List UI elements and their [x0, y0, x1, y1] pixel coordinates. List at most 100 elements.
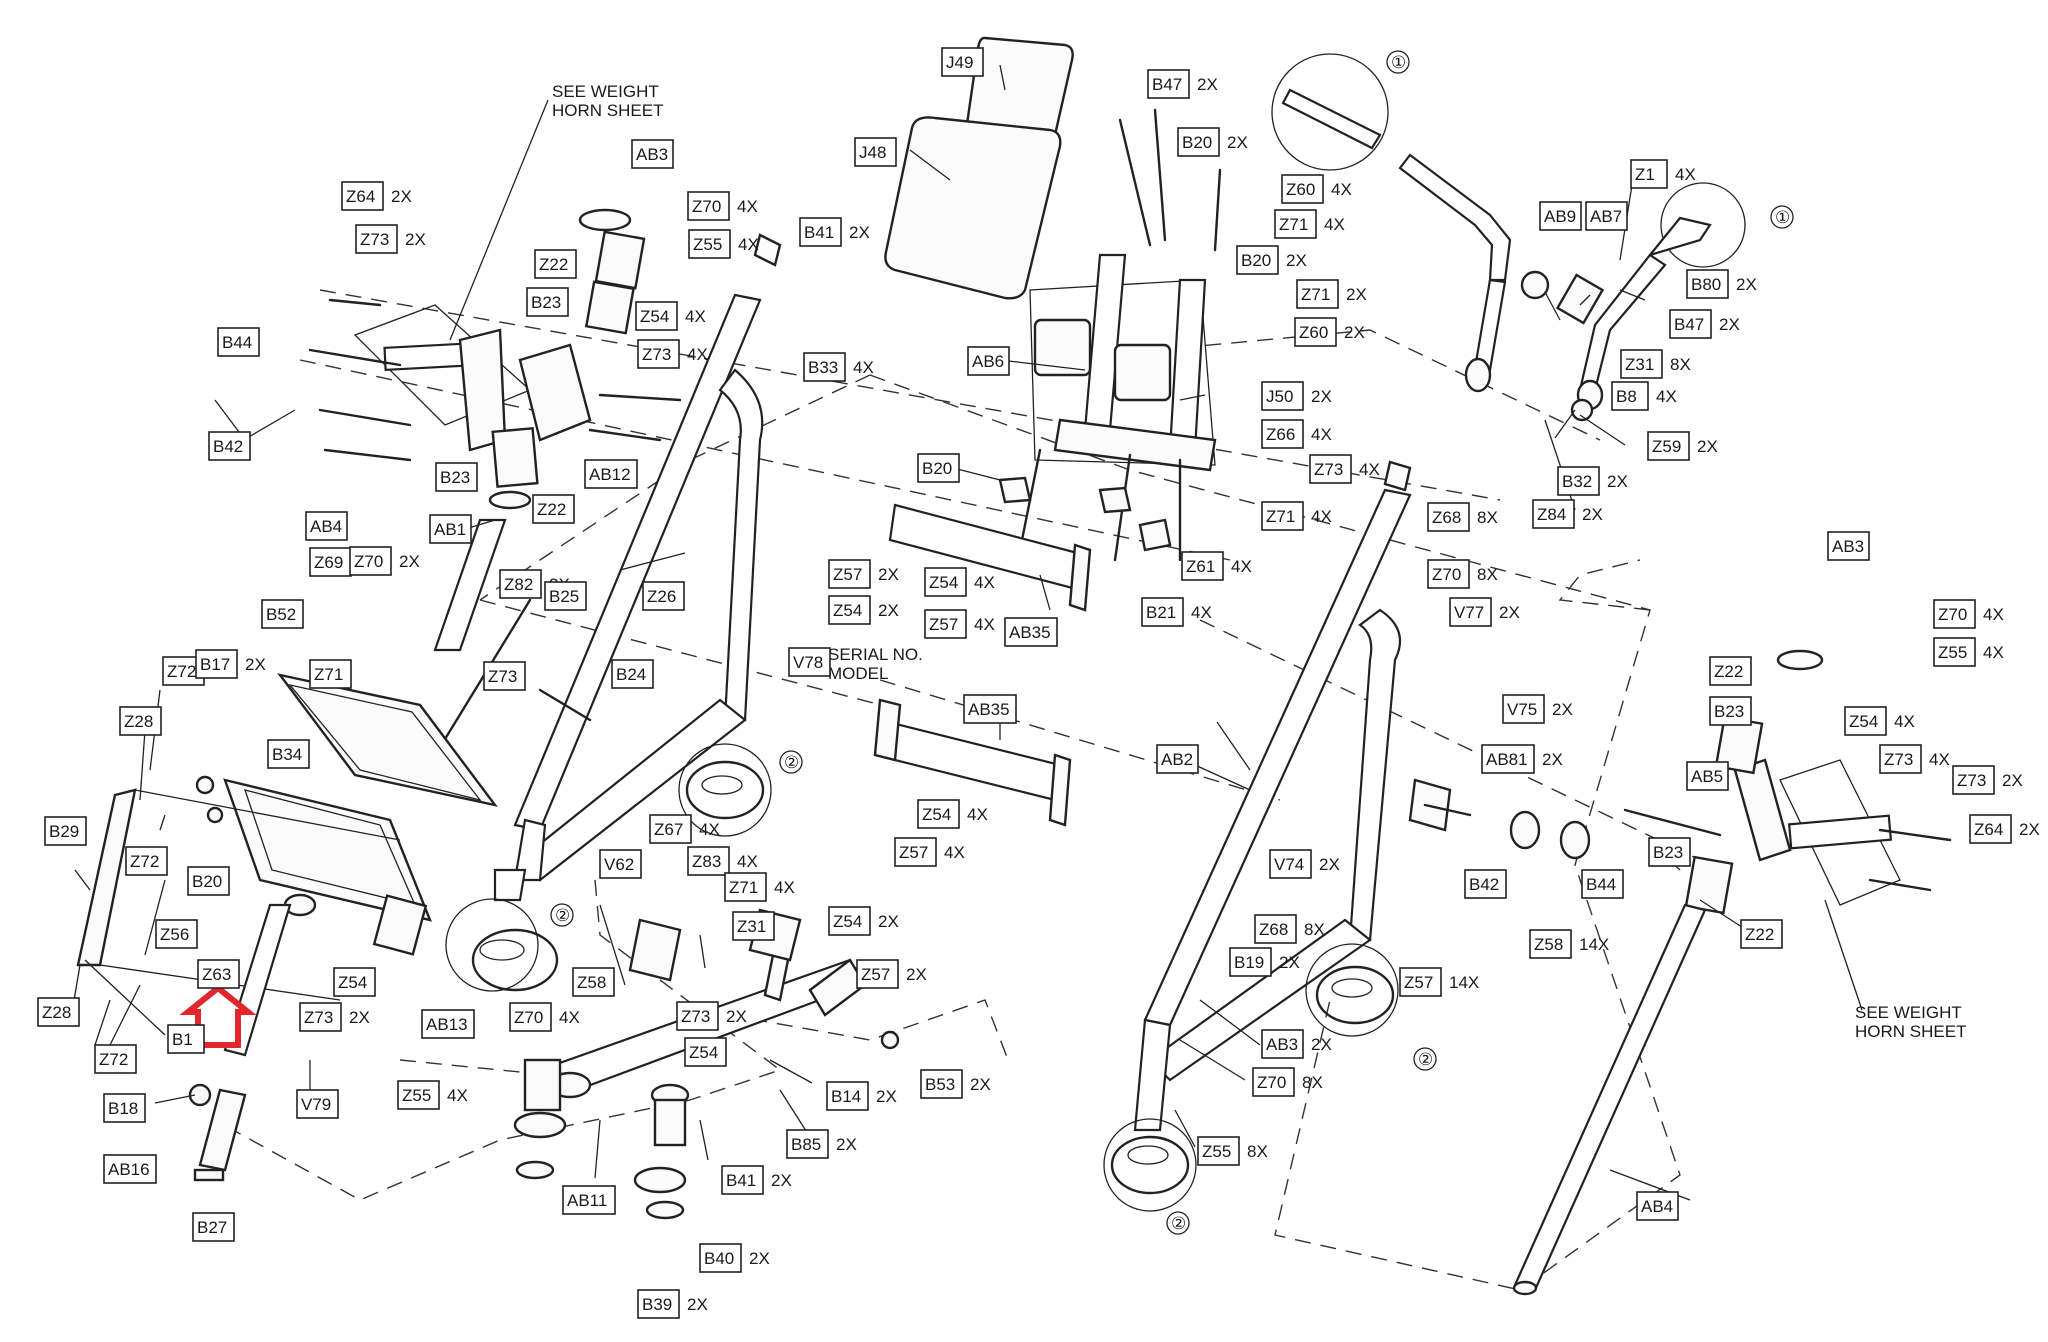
callout-box — [534, 249, 577, 279]
callout-box — [1620, 349, 1663, 379]
callout-box — [509, 1002, 552, 1032]
callout-quantity: 4X — [738, 235, 759, 254]
callout: B29 — [44, 816, 87, 846]
callout: B1 — [167, 1024, 205, 1054]
callout-label: B44 — [222, 333, 252, 352]
callout-quantity: 2X — [2002, 771, 2023, 790]
callout-box — [261, 599, 304, 629]
callout-label: Z58 — [1534, 935, 1563, 954]
callout-box — [1252, 1067, 1295, 1097]
callout-label: AB16 — [108, 1160, 150, 1179]
callout-box — [1740, 919, 1783, 949]
callout-label: Z59 — [1652, 437, 1681, 456]
callout-quantity: 4X — [1231, 557, 1252, 576]
callout-quantity: 2X — [1319, 855, 1340, 874]
callout-label: Z70 — [1257, 1073, 1286, 1092]
callout-label: Z54 — [929, 573, 958, 592]
callout-label: V74 — [1274, 855, 1304, 874]
weight-horn-note-top-line2: HORN SHEET — [552, 101, 663, 120]
callout-label: Z70 — [692, 197, 721, 216]
callout-box — [435, 462, 478, 492]
callout: AB35 — [963, 694, 1017, 724]
serial-note-line2: MODEL — [828, 664, 888, 683]
callout-quantity: 2X — [1736, 275, 1757, 294]
callout-box — [1933, 637, 1976, 667]
callout: AB16 — [103, 1154, 157, 1184]
callout: Z58 — [572, 967, 615, 997]
callout-box — [1647, 431, 1690, 461]
callout-box — [421, 1009, 475, 1039]
detail-marker: ② — [784, 753, 799, 772]
callout-label: AB3 — [636, 145, 668, 164]
callout-box — [397, 1080, 440, 1110]
left-upright-frame — [418, 233, 782, 992]
callout-box — [1254, 914, 1297, 944]
callout-label: Z73 — [488, 667, 517, 686]
seat-frame — [998, 108, 1222, 562]
callout-label: V77 — [1454, 603, 1484, 622]
callout-box — [192, 1212, 235, 1242]
callout-label: Z64 — [346, 187, 375, 206]
callout-box — [967, 346, 1010, 376]
callout-box — [1147, 69, 1190, 99]
callout-label: Z73 — [360, 230, 389, 249]
callout: B18 — [103, 1093, 146, 1123]
callout-box — [917, 799, 960, 829]
callout-label: Z73 — [1957, 771, 1986, 790]
detail-marker: ① — [1391, 53, 1406, 72]
callout-box — [1611, 381, 1649, 411]
callout-label: Z57 — [899, 843, 928, 862]
callout-label: AB81 — [1486, 750, 1528, 769]
callout-box — [526, 287, 569, 317]
callout-box — [197, 959, 240, 989]
callout-box — [1269, 849, 1312, 879]
callout-box — [699, 1243, 742, 1273]
callout-label: B32 — [1562, 472, 1592, 491]
callout-box — [1502, 694, 1545, 724]
callout-quantity: 4X — [699, 820, 720, 839]
callout-box — [94, 1044, 137, 1074]
callout: Z22 — [1709, 656, 1752, 686]
callout-label: Z54 — [922, 805, 951, 824]
callout-box — [687, 846, 730, 876]
callout-box — [611, 659, 654, 689]
callout: B20 — [187, 866, 230, 896]
callout-label: B21 — [1146, 603, 1176, 622]
callout-quantity: 4X — [1311, 507, 1332, 526]
callout-box — [631, 139, 674, 169]
callout-label: Z22 — [537, 500, 566, 519]
callout-label: Z54 — [640, 307, 669, 326]
callout-box — [1229, 947, 1272, 977]
callout-box — [642, 581, 685, 611]
callout-box — [828, 906, 871, 936]
callout-box — [1709, 696, 1752, 726]
callout-label: AB4 — [310, 517, 342, 536]
callout-label: B85 — [791, 1135, 821, 1154]
callout-box — [826, 1081, 869, 1111]
callout-box — [1481, 744, 1535, 774]
callout: B52 — [261, 599, 304, 629]
callout-quantity: 2X — [2019, 820, 2040, 839]
callout-label: B1 — [172, 1030, 193, 1049]
callout-quantity: 2X — [1197, 75, 1218, 94]
callout-label: Z55 — [1202, 1142, 1231, 1161]
